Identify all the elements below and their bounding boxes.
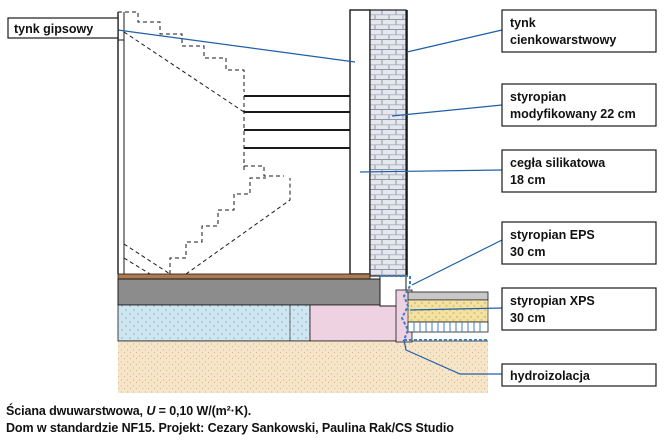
silicate-brick-wall — [349, 9, 371, 275]
label-tynk-gipsowy: tynk gipsowy — [7, 17, 119, 39]
label-styropian-modyfikowany: styropian modyfikowany 22 cm — [501, 83, 657, 127]
xps-horizontal — [407, 321, 489, 333]
label-styropian-xps: styropian XPS 30 cm — [501, 287, 657, 331]
label-cegla-line1: cegła silikatowa — [510, 156, 606, 170]
label-eps-line2: 30 cm — [510, 245, 545, 259]
label-hydroizolacja: hydroizolacja — [501, 363, 657, 387]
label-xps-line2: 30 cm — [510, 311, 545, 325]
label-tynk-line1: tynk — [510, 16, 536, 30]
label-eps-line1: styropian EPS — [510, 228, 595, 242]
callout-lines — [117, 29, 503, 375]
caption-line-1-pre: Ściana dwuwarstwowa, — [6, 404, 147, 418]
external-gravel — [407, 299, 489, 323]
floor-finish — [117, 273, 371, 280]
label-tynk-cienkowarstwowy: tynk cienkowarstwowy — [501, 9, 657, 53]
eps-pink-block — [309, 304, 401, 342]
caption-line-1-post: = 0,10 W/(m²·K). — [155, 404, 252, 418]
caption-u-symbol: U — [146, 404, 156, 418]
label-hydro-text: hydroizolacja — [510, 369, 591, 383]
caption-line-1: Ściana dwuwarstwowa, U = 0,10 W/(m²·K). — [6, 404, 251, 418]
label-cegla-silikatowa: cegła silikatowa 18 cm — [501, 149, 657, 193]
label-styropian-eps: styropian EPS 30 cm — [501, 221, 657, 265]
external-paving — [407, 291, 489, 301]
label-xps-line1: styropian XPS — [510, 294, 595, 308]
label-tynk-gipsowy-text: tynk gipsowy — [14, 22, 93, 36]
concrete-slab — [117, 278, 381, 306]
eps-under-slab — [117, 304, 311, 342]
label-styropian-mod-line2: modyfikowany 22 cm — [510, 107, 636, 121]
label-cegla-line2: 18 cm — [510, 173, 545, 187]
sand-base — [118, 341, 488, 393]
label-tynk-line2: cienkowarstwowy — [510, 33, 616, 47]
staircase — [117, 11, 350, 275]
modified-eps-insulation — [369, 9, 407, 277]
label-styropian-mod-line1: styropian — [510, 90, 566, 104]
hydroisolation-membrane — [380, 275, 488, 341]
caption-line-2: Dom w standardzie NF15. Projekt: Cezary … — [6, 421, 454, 435]
